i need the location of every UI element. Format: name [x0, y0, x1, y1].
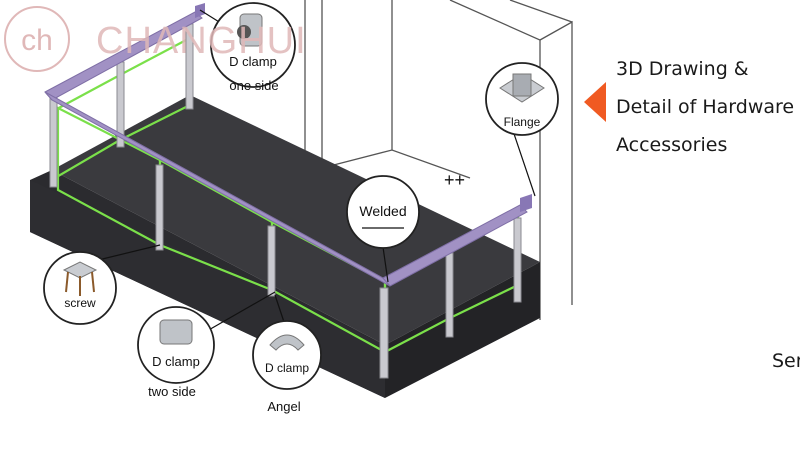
pointer-arrow-icon — [584, 82, 606, 122]
d-clamp-one-side-line2: one side — [229, 78, 278, 93]
brand-watermark: CHANGHUI — [96, 20, 307, 62]
cut-off-text: Ser — [772, 350, 800, 372]
welded-label: Welded — [359, 203, 406, 219]
handrail — [44, 11, 528, 287]
d-clamp-two-side-line1: D clamp — [152, 354, 200, 369]
d-clamp-angel-line2: Angel — [267, 399, 300, 414]
d-clamp-bolt-icon — [237, 25, 251, 39]
d-clamp-two-side-icon — [159, 319, 193, 345]
callout-screw: screw — [43, 251, 117, 325]
handrail-end-cap-right — [520, 194, 532, 212]
side-text-line-2: Detail of Hardware — [616, 96, 795, 118]
posts — [49, 23, 522, 379]
callout-flange: Flange — [485, 62, 559, 136]
building-outline — [304, 0, 573, 320]
screw-label: screw — [64, 296, 96, 310]
callout-d-clamp-two-side: D clamp — [137, 306, 215, 384]
d-clamp-angel-line1: D clamp — [265, 361, 309, 375]
flange-tube-icon — [512, 73, 532, 97]
d-clamp-angel-icon — [269, 334, 305, 351]
brand-logo-mark: ch — [21, 24, 53, 57]
flange-label: Flange — [504, 115, 541, 129]
callout-d-clamp-one-side: D clamp — [210, 2, 296, 88]
plus-marks: ++ — [444, 170, 465, 190]
brand-logo-icon: ch — [4, 6, 70, 72]
d-clamp-two-side-line2: two side — [148, 384, 196, 399]
callout-d-clamp-angel: D clamp — [252, 320, 322, 390]
side-text-line-1: 3D Drawing & — [616, 58, 749, 80]
side-text-line-3: Accessories — [616, 134, 728, 156]
d-clamp-one-side-line1: D clamp — [229, 54, 277, 69]
screw-plate-icon — [62, 261, 98, 279]
callout-welded: Welded — [346, 175, 420, 249]
